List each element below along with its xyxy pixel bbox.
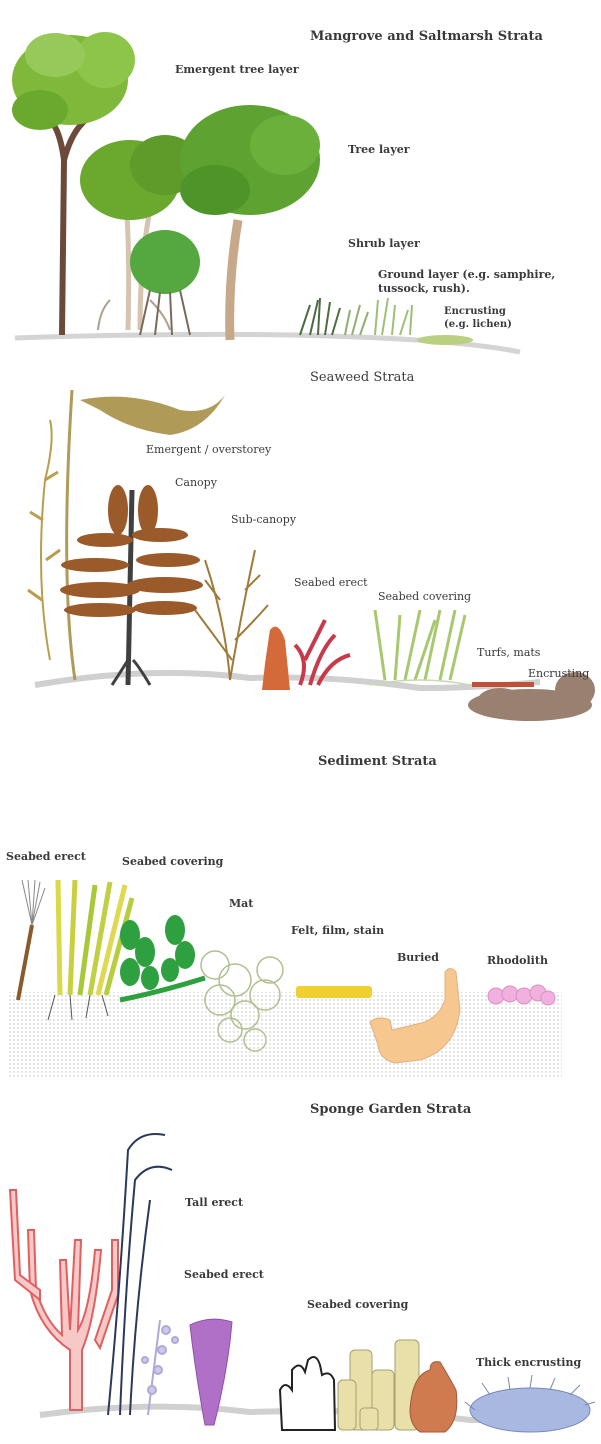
tube-sponge-icon [338, 1340, 419, 1430]
seaweed-panel: Seaweed Strata Emergent / overstorey Can… [0, 360, 601, 730]
sea-pen-icon [18, 880, 45, 1000]
label-seabed-erect: Seabed erect [294, 576, 368, 589]
sediment-illustration [0, 730, 601, 1090]
rhodolith-icon [488, 985, 555, 1005]
seaweed-illustration [0, 360, 601, 730]
finger-sponge-icon [280, 1357, 335, 1430]
lavender-sponge-icon [142, 1320, 178, 1415]
tree-layer-icon [180, 105, 320, 340]
label-emergent-tree-layer: Emergent tree layer [175, 63, 299, 76]
label-emergent-overstorey: Emergent / overstorey [146, 443, 271, 456]
label-shrub-layer: Shrub layer [348, 237, 420, 250]
label-seabed-covering: Seabed covering [378, 590, 471, 603]
mangrove-panel: Mangrove and Saltmarsh Strata Emergent t… [0, 0, 601, 360]
label-felt-film-stain: Felt, film, stain [291, 924, 384, 937]
label-encrusting: Encrusting [528, 667, 589, 680]
label-sed-seabed-covering: Seabed covering [122, 855, 223, 868]
felt-film-icon [296, 986, 372, 998]
label-encrusting-2: (e.g. lichen) [444, 318, 512, 331]
label-sponge-seabed-covering: Seabed covering [307, 1298, 408, 1311]
label-tree-layer: Tree layer [348, 143, 410, 156]
sediment-panel: Sediment Strata Seabed erect Seabed cove… [0, 730, 601, 1090]
mangrove-illustration [0, 0, 601, 360]
label-tall-erect: Tall erect [185, 1196, 243, 1209]
sponge-illustration [0, 1090, 601, 1444]
label-encrusting-1: Encrusting [444, 305, 506, 318]
label-ground-layer-1: Ground layer (e.g. samphire, [378, 268, 555, 281]
turf-mat-icon [472, 682, 534, 687]
label-thick-encrusting: Thick encrusting [476, 1356, 581, 1369]
red-branching-sponge-icon [10, 1190, 118, 1410]
label-subcanopy: Sub-canopy [231, 513, 296, 526]
seaweed-title: Seaweed Strata [310, 370, 414, 386]
label-sed-seabed-erect: Seabed erect [6, 850, 86, 863]
label-ground-layer-2: tussock, rush). [378, 282, 470, 295]
sediment-bed [7, 992, 562, 1078]
sediment-title: Sediment Strata [318, 754, 437, 770]
label-rhodolith: Rhodolith [487, 954, 548, 967]
canopy-kelp-icon [60, 485, 203, 685]
label-canopy: Canopy [175, 476, 217, 489]
thick-encrusting-icon [465, 1375, 595, 1432]
mangrove-title: Mangrove and Saltmarsh Strata [310, 29, 543, 45]
label-sponge-seabed-erect: Seabed erect [184, 1268, 264, 1281]
label-buried: Buried [397, 951, 439, 964]
green-algae-icon [120, 915, 205, 1000]
seabed-covering-icon [370, 610, 470, 685]
sponge-title: Sponge Garden Strata [310, 1102, 471, 1118]
sponge-panel: Sponge Garden Strata Tall erect Seabed e… [0, 1090, 601, 1444]
label-turfs-mats: Turfs, mats [477, 646, 540, 659]
label-mat: Mat [229, 897, 253, 910]
subcanopy-seaweed-icon [195, 550, 268, 680]
